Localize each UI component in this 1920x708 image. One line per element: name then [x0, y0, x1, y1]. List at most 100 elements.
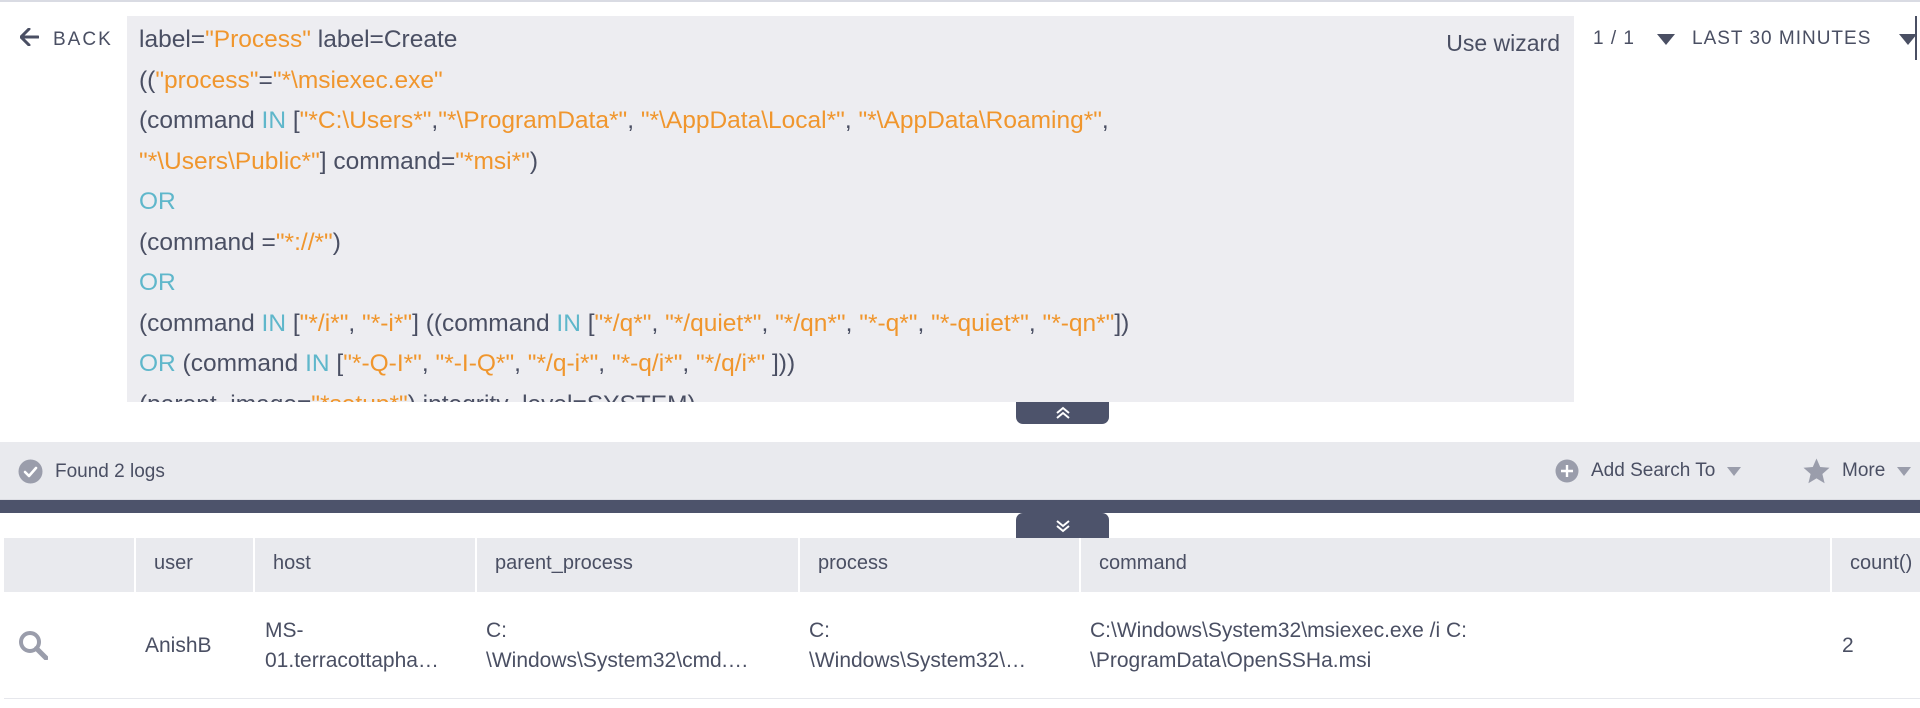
query-keyword: IN: [261, 309, 287, 337]
query-token: ,: [348, 309, 363, 337]
column-header-user[interactable]: user: [134, 538, 253, 592]
cell-parent-process: C: \Windows\System32\cmd.…: [486, 618, 749, 672]
query-token: ,: [651, 309, 666, 337]
query-token: ,: [431, 107, 439, 134]
cell-command: C:\Windows\System32\msiexec.exe /i C: \P…: [1090, 618, 1467, 672]
query-string: "*\ProgramData*": [438, 107, 628, 134]
query-string: "*-q*": [859, 309, 918, 337]
more-button[interactable]: More: [1803, 458, 1912, 484]
query-line: (command IN ["*C:\Users*","*\ProgramData…: [139, 101, 1389, 142]
use-wizard-button[interactable]: Use wizard: [1446, 30, 1560, 56]
query-line: OR: [139, 263, 1389, 304]
query-token: ]): [1114, 309, 1130, 337]
query-token: ] ((command: [412, 309, 557, 337]
panel-edge: [1915, 16, 1917, 60]
query-string: "Process": [205, 26, 311, 53]
query-line: OR (command IN ["*-Q-I*", "*-I-Q*", "*/q…: [139, 344, 1389, 385]
query-line: (command IN ["*/i*", "*-i*"] ((command I…: [139, 304, 1389, 345]
column-header-count[interactable]: count(): [1830, 538, 1920, 592]
caret-down-icon: [1899, 33, 1918, 45]
expand-results-button[interactable]: [1016, 513, 1109, 538]
star-icon: [1803, 458, 1830, 484]
query-token: =: [258, 66, 273, 94]
query-line: (parent_image="*setup*") integrity_level…: [139, 385, 1389, 403]
query-string: "*\Users\Public*": [139, 147, 320, 175]
query-line: label="Process" label=Create: [139, 20, 1389, 61]
query-string: "*\AppData\Local*": [640, 107, 845, 134]
back-label: BACK: [53, 28, 113, 50]
cell-count: 2: [1842, 633, 1854, 657]
query-token: ,: [514, 350, 528, 377]
query-token: ): [529, 147, 539, 175]
collapse-editor-button[interactable]: [1016, 402, 1109, 424]
results-divider: [0, 500, 1920, 513]
query-keyword: OR: [139, 188, 176, 215]
query-string: "*/q*": [594, 309, 652, 337]
query-token: ,: [917, 309, 932, 337]
query-string: "*-I-Q*": [435, 350, 515, 377]
plus-circle-icon: [1555, 459, 1579, 483]
caret-down-icon: [1656, 33, 1675, 45]
top-border: [0, 0, 1920, 2]
cell-user: AnishB: [145, 633, 212, 657]
query-string: "*-qn*": [1042, 309, 1115, 337]
query-token: ,: [761, 309, 776, 337]
query-keyword: OR: [139, 350, 176, 377]
time-range-selector[interactable]: LAST 30 MINUTES: [1692, 28, 1918, 50]
query-line: "*\Users\Public*"] command="*msi*"): [139, 142, 1389, 183]
query-line: (("process"="*\msiexec.exe": [139, 61, 1389, 102]
query-token: (command =: [139, 228, 276, 256]
query-keyword: IN: [305, 350, 330, 377]
status-bar: Found 2 logs Add Search To More: [0, 442, 1920, 500]
query-token: ])): [765, 350, 796, 377]
query-token: ) integrity_level=SYSTEM): [408, 391, 696, 403]
arrow-left-icon: [19, 27, 40, 51]
query-token: ,: [845, 309, 860, 337]
query-token: label=Create: [310, 26, 458, 53]
query-string: "*-quiet*": [931, 309, 1029, 337]
more-label: More: [1842, 460, 1886, 481]
query-token: ,: [421, 350, 436, 377]
add-search-to-button[interactable]: Add Search To: [1555, 459, 1742, 483]
query-token: ,: [844, 107, 859, 134]
table-row[interactable]: AnishB MS- 01.terracottapha… C: \Windows…: [4, 592, 1920, 699]
query-token: ,: [682, 350, 697, 377]
column-header-parent-process[interactable]: parent_process: [475, 538, 798, 592]
query-keyword: OR: [139, 269, 176, 296]
query-token: ((: [139, 66, 156, 94]
search-icon[interactable]: [18, 630, 48, 660]
column-header-process[interactable]: process: [798, 538, 1079, 592]
double-chevron-up-icon: [1055, 406, 1070, 419]
query-token: ,: [1028, 309, 1043, 337]
query-keyword: IN: [556, 309, 581, 337]
query-editor[interactable]: label="Process" label=Create(("process"=…: [127, 16, 1574, 402]
query-string: "*msi*": [455, 147, 530, 175]
query-token: ,: [627, 107, 641, 134]
back-button[interactable]: BACK: [19, 27, 113, 51]
query-token: [: [329, 350, 344, 377]
caret-down-icon: [1897, 466, 1912, 476]
found-logs-text: Found 2 logs: [55, 460, 165, 482]
query-string: "*setup*": [311, 391, 407, 403]
query-keyword: IN: [261, 107, 287, 134]
query-token: ] command=: [319, 147, 456, 175]
column-header-host[interactable]: host: [253, 538, 475, 592]
column-header-command[interactable]: command: [1079, 538, 1830, 592]
query-token: ): [332, 228, 341, 256]
query-token: (parent_image=: [139, 391, 311, 403]
caret-down-icon: [1727, 466, 1742, 476]
query-token: (command: [175, 350, 306, 377]
pager-text: 1 / 1: [1593, 28, 1635, 49]
results-table: user host parent_process process command…: [4, 538, 1920, 708]
query-token: [: [286, 309, 300, 337]
table-header: user host parent_process process command…: [4, 538, 1920, 592]
query-text[interactable]: label="Process" label=Create(("process"=…: [139, 20, 1389, 402]
query-string: "*-i*": [362, 309, 413, 337]
query-line: OR: [139, 182, 1389, 223]
query-string: "*/quiet*": [665, 309, 762, 337]
query-string: "*/q-i*": [527, 350, 599, 377]
result-pager[interactable]: 1 / 1: [1593, 28, 1675, 50]
query-string: "*C:\Users*": [299, 107, 432, 134]
query-token: ,: [598, 350, 612, 377]
query-string: "*-q/i*": [611, 350, 683, 377]
